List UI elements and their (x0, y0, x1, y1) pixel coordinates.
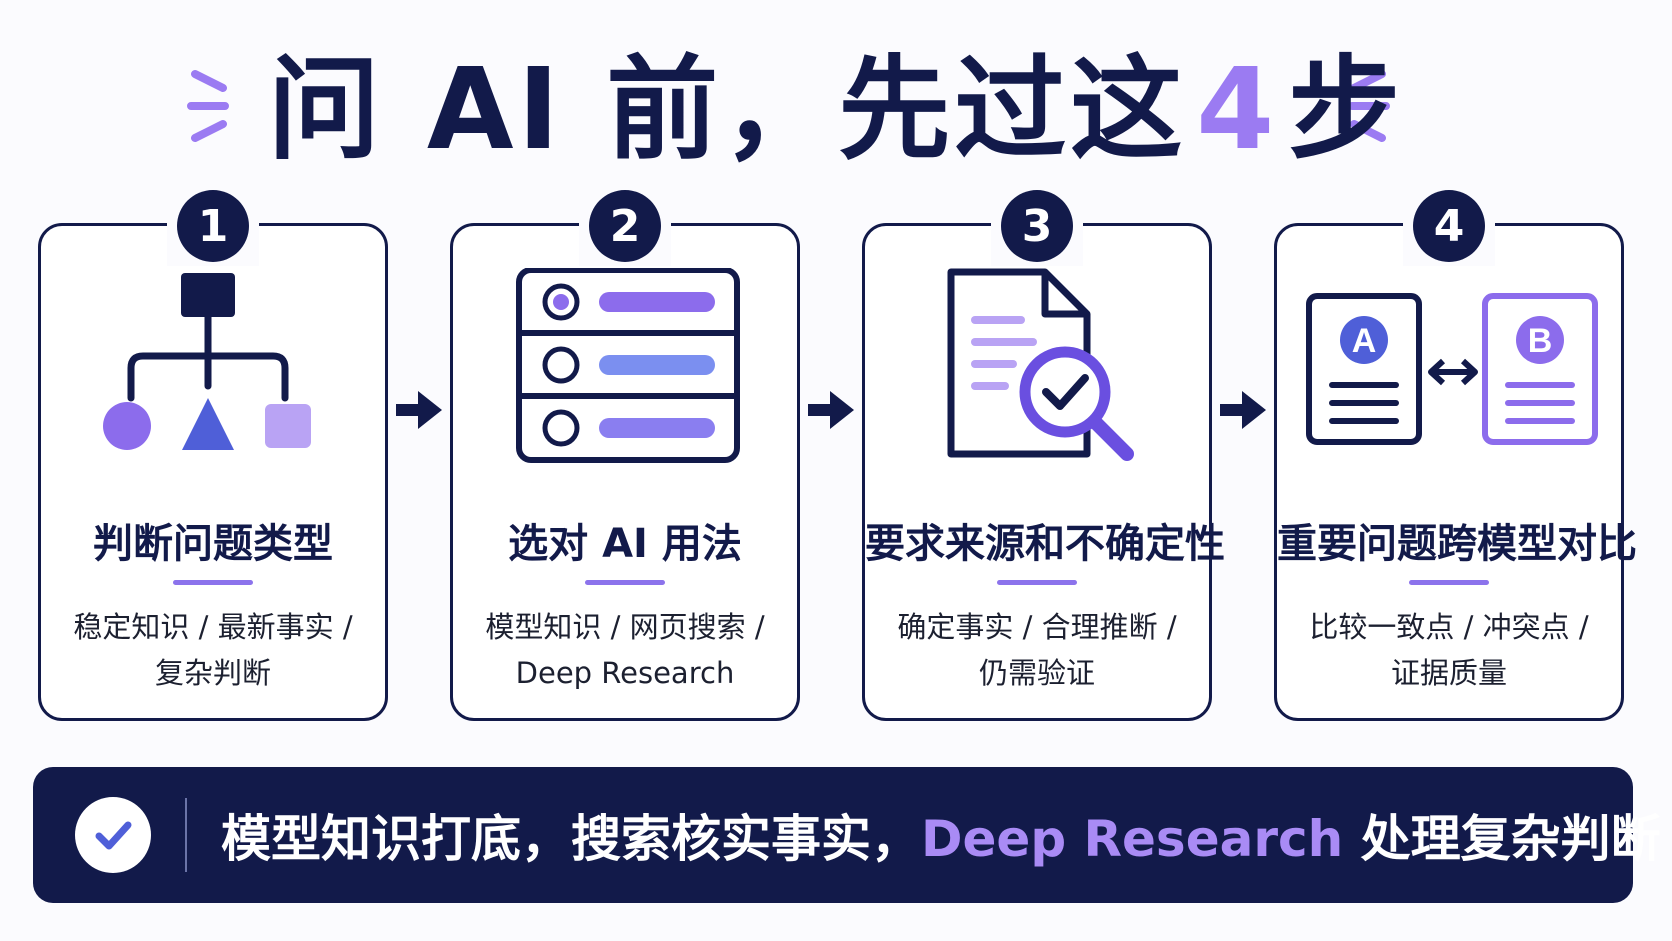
check-circle-icon (75, 797, 151, 873)
label-underline (997, 580, 1077, 585)
step-label: 判断问题类型 (93, 521, 333, 567)
flow-arrow-icon (808, 391, 854, 429)
step-description: 确定事实 / 合理推断 / 仍需验证 (875, 604, 1199, 696)
left-burst-icon (187, 70, 229, 142)
step-description: 稳定知识 / 最新事实 / 复杂判断 (51, 604, 375, 696)
step-card-3: 3 要求来源和不确定性 确定事实 / 合理推断 / 仍需验证 (862, 186, 1225, 721)
title-text: 问 AI 前，先过这 (267, 45, 1187, 175)
banner-divider (185, 798, 187, 872)
step-badge: 3 (991, 186, 1083, 266)
title-highlight-number: 4 (1196, 45, 1279, 175)
title-text-end: 步 (1288, 45, 1405, 175)
summary-part1: 模型知识打底，搜索核实事实， (221, 810, 921, 868)
summary-accent: Deep Research (921, 810, 1344, 868)
step-label: 要求来源和不确定性 (865, 521, 1225, 567)
step-card-1: 1 判断问题类型 稳定知识 / 最新事实 / 复杂判断 (38, 186, 388, 721)
step-description: 比较一致点 / 冲突点 / 证据质量 (1287, 604, 1611, 696)
desc-line: Deep Research (515, 656, 735, 690)
right-burst-icon (1348, 70, 1390, 142)
summary-part2: 处理复杂判断 (1343, 810, 1661, 868)
doc-a-letter: A (1352, 322, 1377, 360)
step-card-4: 4 A B 重要问题跨模型对比 比较一致点 / 冲突点 / 证据质量 (1274, 186, 1637, 721)
summary-banner: 模型知识打底，搜索核实事实，Deep Research 处理复杂判断 (33, 767, 1661, 903)
step-card-2: 2 选对 AI 用法 模型知识 / 网页搜索 / Deep Research (450, 186, 800, 721)
hierarchy-shapes-icon (103, 273, 311, 450)
step-badge: 4 (1403, 186, 1495, 266)
desc-line: 复杂判断 (154, 656, 271, 690)
step-badge: 2 (579, 186, 671, 266)
document-search-check-icon (947, 268, 1134, 461)
step-description: 模型知识 / 网页搜索 / Deep Research (463, 604, 787, 696)
summary-text: 模型知识打底，搜索核实事实，Deep Research 处理复杂判断 (221, 799, 1661, 871)
desc-line: 确定事实 / 合理推断 / (897, 610, 1177, 644)
label-underline (173, 580, 253, 585)
desc-line: 模型知识 / 网页搜索 / (485, 610, 765, 644)
page-title: 问 AI 前，先过这 4 步 (0, 40, 1672, 180)
step-label: 重要问题跨模型对比 (1277, 521, 1637, 567)
desc-line: 仍需验证 (978, 656, 1095, 690)
desc-line: 证据质量 (1390, 656, 1507, 690)
step-label: 选对 AI 用法 (508, 521, 742, 567)
flow-arrow-icon (1220, 391, 1266, 429)
step-number: 4 (1413, 190, 1485, 262)
compare-documents-icon: A B (1306, 293, 1598, 445)
flow-arrow-icon (396, 391, 442, 429)
step-number: 3 (1001, 190, 1073, 262)
step-number: 2 (589, 190, 661, 262)
step-badge: 1 (167, 186, 259, 266)
doc-b-letter: B (1528, 322, 1553, 360)
desc-line: 稳定知识 / 最新事实 / (73, 610, 353, 644)
label-underline (1409, 580, 1489, 585)
label-underline (585, 580, 665, 585)
desc-line: 比较一致点 / 冲突点 / (1309, 610, 1589, 644)
step-number: 1 (177, 190, 249, 262)
option-list-icon (516, 268, 740, 463)
